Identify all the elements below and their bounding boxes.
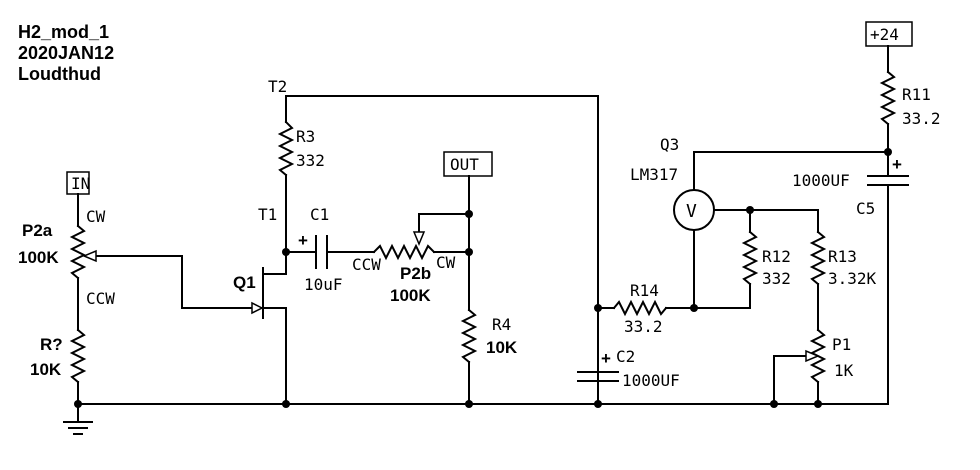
- junction-out-wiper: [465, 210, 473, 218]
- c5-value: 1000UF: [792, 171, 850, 190]
- c1-value: 10uF: [304, 275, 343, 294]
- capacitor-c5: [867, 175, 909, 186]
- r12-value: 332: [762, 269, 791, 288]
- input-port-label: IN: [71, 174, 90, 193]
- t1-label: T1: [258, 205, 277, 224]
- c5-polarity: +: [892, 155, 902, 174]
- r11-value: 33.2: [902, 109, 941, 128]
- c1-ref: C1: [310, 205, 329, 224]
- schematic-name: H2_mod_1: [18, 22, 109, 42]
- p2b-wiper-arrow: [412, 231, 426, 246]
- c2-value: 1000UF: [622, 371, 680, 390]
- q3-ref: Q3: [660, 135, 679, 154]
- schematic-author: Loudthud: [18, 64, 101, 84]
- resistor-r13: [809, 230, 827, 286]
- r13-value: 3.32K: [828, 269, 877, 288]
- resistor-r4: [460, 308, 478, 364]
- wire-reg-in: [693, 151, 889, 191]
- junction-ground-left: [74, 400, 82, 408]
- r13-ref: R13: [828, 247, 857, 266]
- resistor-r11: [879, 70, 897, 126]
- r12-ref: R12: [762, 247, 791, 266]
- input-port: IN: [66, 171, 90, 195]
- junction-out-p2b: [465, 248, 473, 256]
- r-unk-ref: R?: [40, 335, 63, 354]
- junction-ground-p1: [814, 400, 822, 408]
- wire-adj: [713, 209, 819, 233]
- p2b-ref: P2b: [400, 264, 431, 283]
- q3-symbol: V: [686, 201, 697, 222]
- potentiometer-p2b: [372, 243, 436, 261]
- p2a-ref: P2a: [22, 221, 53, 240]
- resistor-r14: [612, 299, 668, 317]
- p2b-cw-label: CW: [436, 253, 456, 272]
- wire-r14-to-r12: [665, 283, 751, 309]
- r3-value: 332: [296, 151, 325, 170]
- junction-ground-q1: [282, 400, 290, 408]
- t2-label: T2: [268, 77, 287, 96]
- p1-ref: P1: [832, 335, 851, 354]
- r11-ref: R11: [902, 85, 931, 104]
- p2a-ccw-label: CCW: [86, 289, 115, 308]
- supply-port-label: +24: [870, 25, 899, 44]
- resistor-r3: [277, 120, 295, 177]
- capacitor-c1: [315, 235, 328, 269]
- r14-value: 33.2: [624, 317, 663, 336]
- c5-ref: C5: [856, 199, 875, 218]
- potentiometer-p2a: [69, 224, 87, 280]
- resistor-r12: [741, 230, 759, 286]
- resistor-r-unk: [69, 328, 87, 384]
- p2a-wiper-wire: [95, 255, 263, 309]
- r4-value: 10K: [486, 338, 518, 357]
- p2b-wiper-wire: [418, 213, 470, 233]
- c2-ref: C2: [616, 347, 635, 366]
- p1-wiper-wire: [773, 355, 807, 405]
- junction-reg-in: [884, 148, 892, 156]
- ground-symbol: [63, 403, 93, 435]
- junction-ground-p1-wiper: [770, 400, 778, 408]
- p2a-wiper-arrow: [82, 249, 97, 263]
- q1-ref: Q1: [233, 273, 256, 292]
- transistor-q1: [251, 251, 287, 405]
- p2a-value: 100K: [18, 248, 59, 267]
- p1-wiper-arrow: [805, 349, 820, 363]
- c1-polarity: +: [298, 231, 308, 250]
- r3-ref: R3: [296, 127, 315, 146]
- r4-ref: R4: [492, 315, 511, 334]
- p1-value: 1K: [834, 361, 854, 380]
- supply-port: +24: [865, 21, 913, 47]
- junction-ground-c2: [594, 400, 602, 408]
- r-unk-value: 10K: [30, 360, 62, 379]
- c2-polarity: +: [601, 349, 611, 368]
- wire-t2-rail: [285, 95, 599, 405]
- output-port-label: OUT: [450, 155, 479, 174]
- regulator-q3: V: [673, 189, 715, 231]
- junction-ground-r4: [465, 400, 473, 408]
- r14-ref: R14: [630, 281, 659, 300]
- schematic-date: 2020JAN12: [18, 43, 114, 63]
- p2b-ccw-label: CCW: [352, 255, 381, 274]
- output-port: OUT: [443, 151, 493, 177]
- p2a-cw-label: CW: [86, 207, 106, 226]
- q3-part: LM317: [630, 165, 678, 184]
- p2b-value: 100K: [390, 286, 431, 305]
